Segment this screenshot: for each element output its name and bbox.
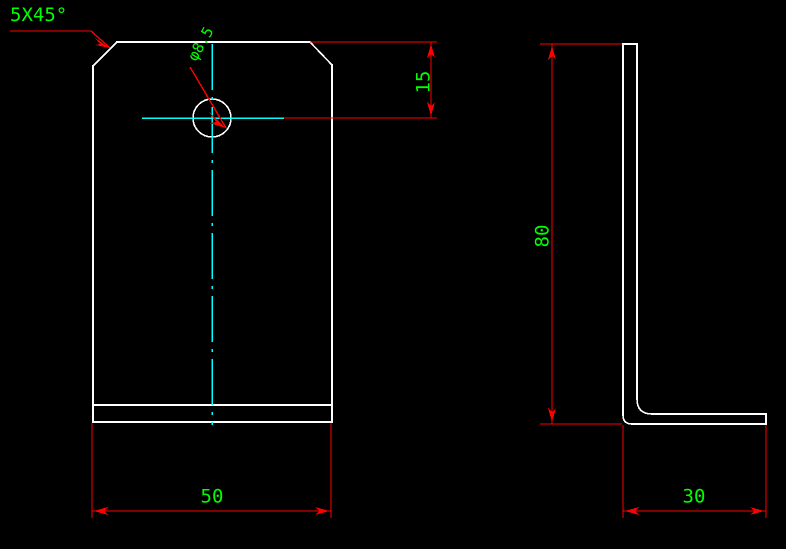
dimension-80 (540, 43, 622, 425)
dim-30-arrow-left (625, 507, 639, 515)
chamfer-leader (10, 30, 111, 49)
dim-80-arrow-bottom (548, 408, 556, 422)
dim-80-arrow-top (548, 46, 556, 60)
hole-leader-arrow (209, 112, 226, 128)
dim-15-arrow-bottom (427, 102, 435, 116)
dim-15-arrow-top (427, 44, 435, 58)
dim-50-arrow-left (94, 507, 108, 515)
side-view-outline (622, 43, 767, 425)
hole-leader-line (189, 66, 227, 129)
dim-15-text: 15 (413, 71, 435, 94)
centerlines (142, 44, 284, 425)
dimension-50 (91, 423, 332, 518)
chamfer-note-text: 5X45° (10, 4, 67, 26)
dim-50-arrow-right (315, 507, 329, 515)
chamfer-leader-slant (90, 30, 111, 49)
dimension-30 (622, 425, 767, 518)
dim-80-text: 80 (532, 225, 554, 248)
dimension-15 (284, 41, 437, 119)
chamfer-leader-arrow (95, 38, 110, 48)
hole-leader (189, 66, 227, 129)
dim-30-text: 30 (683, 486, 706, 508)
dim-50-text: 50 (201, 486, 224, 508)
dim-30-arrow-right (750, 507, 764, 515)
